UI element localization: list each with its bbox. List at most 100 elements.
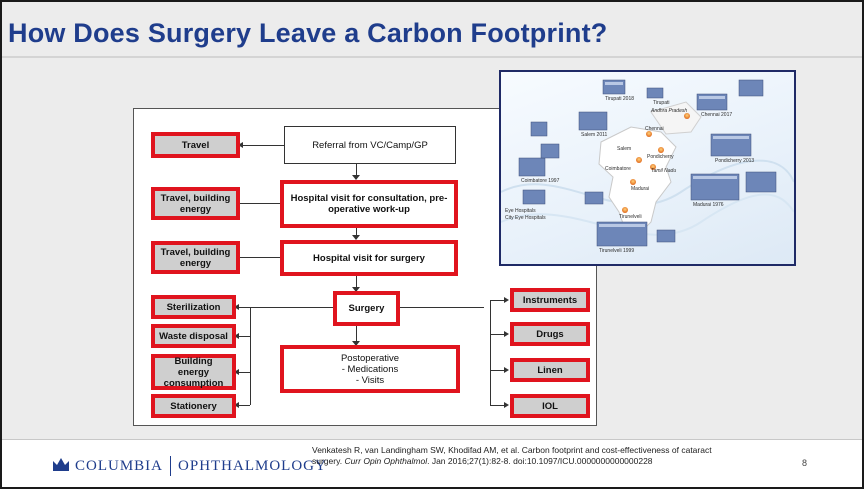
state-shape [598, 126, 677, 238]
consultation-label: Hospital visit for consultation, pre-ope… [290, 193, 448, 215]
arrow-head [504, 367, 509, 373]
map-label: Pondicherry 2013 [715, 158, 754, 164]
arrow-head [238, 142, 243, 148]
map-illustration: Tirupati 2018 Tirupati Andhra Pradesh Ch… [501, 79, 794, 254]
surgery-box: Surgery [333, 291, 400, 326]
travel-box: Travel [151, 132, 240, 158]
arrow-head [352, 235, 360, 240]
page-number: 8 [802, 458, 808, 468]
map-label: Salem [617, 146, 631, 152]
iol-label: IOL [542, 400, 558, 412]
connector [490, 334, 504, 335]
map-label: Tirupati [653, 100, 670, 106]
connector [490, 300, 504, 301]
travel-energy-box-2: Travel, building energy [151, 241, 240, 274]
connector [400, 307, 484, 308]
postop-visits: - Visits [355, 374, 385, 386]
map-label: Eye Hospitals [505, 208, 536, 214]
map-label: Andhra Pradesh [650, 108, 687, 114]
stationery-box: Stationery [151, 394, 236, 418]
columbia-logo: COLUMBIA OPHTHALMOLOGY [52, 456, 327, 476]
connector [236, 405, 250, 406]
connector [356, 325, 357, 345]
title-divider [2, 56, 862, 58]
postop-title: Postoperative [340, 352, 400, 364]
referral-label: Referral from VC/Camp/GP [312, 139, 428, 151]
stationery-label: Stationery [170, 400, 217, 412]
connector [490, 370, 504, 371]
linen-box: Linen [510, 358, 590, 382]
connector [240, 145, 284, 146]
linen-label: Linen [537, 364, 563, 376]
connector [240, 203, 280, 204]
building-energy-label: Building energy consumption [163, 355, 224, 389]
connector [236, 336, 250, 337]
connector [356, 163, 357, 179]
citation-line-2: surgery. Curr Opin Ophthalmol. Jan 2016;… [312, 456, 762, 467]
connector [236, 372, 250, 373]
citation-line-1: Venkatesh R, van Landingham SW, Khodifad… [312, 445, 712, 455]
slide-title: How Does Surgery Leave a Carbon Footprin… [8, 18, 608, 48]
map-label: Pondicherry [647, 154, 674, 160]
travel-energy-label-1: Travel, building energy [160, 192, 231, 215]
arrow-head [234, 304, 239, 310]
connector [356, 228, 357, 239]
citation-post: . Jan 2016;27(1):82-8. doi:10.1097/ICU.0… [427, 456, 653, 466]
footer-divider [2, 439, 862, 440]
map-label: Chennai [645, 126, 664, 132]
instruments-box: Instruments [510, 288, 590, 312]
logo-separator [170, 456, 172, 476]
sterilization-box: Sterilization [151, 295, 236, 319]
connector [490, 405, 504, 406]
arrow-head [234, 402, 239, 408]
instruments-label: Instruments [522, 294, 578, 306]
travel-label: Travel [181, 139, 210, 151]
postop-medications: - Medications [341, 363, 399, 375]
sterilization-label: Sterilization [166, 301, 221, 313]
waste-disposal-box: Waste disposal [151, 324, 236, 348]
arrow-head [504, 297, 509, 303]
arrow-head [234, 333, 239, 339]
travel-energy-box-1: Travel, building energy [151, 187, 240, 220]
map-label: Salem 2011 [581, 132, 608, 138]
map-label: Madurai 1976 [693, 202, 724, 208]
postoperative-box: Postoperative - Medications - Visits [280, 345, 460, 393]
map-label: Chennai 2017 [701, 112, 732, 118]
connector [240, 257, 280, 258]
crown-icon [52, 457, 70, 476]
connector [236, 307, 333, 308]
connector [356, 276, 357, 291]
drugs-label: Drugs [536, 328, 564, 340]
logo-ophthalmology: OPHTHALMOLOGY [178, 457, 327, 474]
iol-box: IOL [510, 394, 590, 418]
arrow-head [504, 331, 509, 337]
slide-footer: COLUMBIA OPHTHALMOLOGY Venkatesh R, van … [2, 440, 862, 487]
surgery-visit-label: Hospital visit for surgery [313, 252, 425, 264]
waste-disposal-label: Waste disposal [159, 330, 228, 342]
map-label: Tamil Nadu [651, 168, 676, 174]
hospital-network-map: Tirupati 2018 Tirupati Andhra Pradesh Ch… [499, 70, 796, 266]
map-label: Tirunelveli 1999 [599, 248, 634, 254]
referral-box: Referral from VC/Camp/GP [284, 126, 456, 164]
arrow-head [234, 369, 239, 375]
citation-pre: surgery. [312, 456, 345, 466]
map-label: Tirupati 2018 [605, 96, 634, 102]
arrow-head [504, 402, 509, 408]
drugs-box: Drugs [510, 322, 590, 346]
map-label: City Eye Hospitals [505, 215, 546, 221]
arrow-head [352, 287, 360, 292]
map-label: Madurai [631, 186, 649, 192]
map-label: Coimbatore 1997 [521, 178, 560, 184]
arrow-head [352, 341, 360, 346]
connector [250, 307, 251, 405]
consultation-box: Hospital visit for consultation, pre-ope… [280, 180, 458, 228]
connector [490, 300, 491, 405]
surgery-label: Surgery [348, 303, 385, 314]
reference-citation: Venkatesh R, van Landingham SW, Khodifad… [312, 445, 762, 467]
citation-journal: Curr Opin Ophthalmol [344, 456, 428, 466]
travel-energy-label-2: Travel, building energy [160, 246, 231, 269]
surgery-visit-box: Hospital visit for surgery [280, 240, 458, 276]
arrow-head [352, 175, 360, 180]
map-label: Coimbatore [605, 166, 631, 172]
